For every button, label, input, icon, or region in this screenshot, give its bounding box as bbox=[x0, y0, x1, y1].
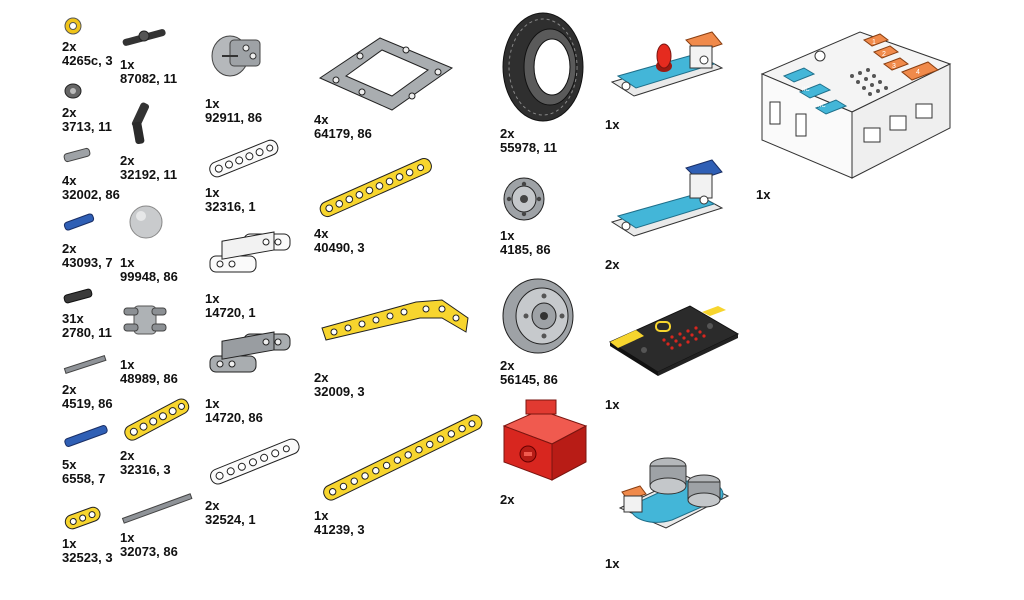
led-module-icon bbox=[610, 31, 724, 97]
beam-yellow-short-icon bbox=[124, 398, 190, 441]
beam-yellow-3-icon bbox=[64, 506, 101, 530]
ball-icon bbox=[129, 205, 163, 239]
beam-white-long-icon bbox=[210, 438, 300, 485]
cross-block-icon bbox=[123, 305, 167, 335]
pin-gray-icon bbox=[63, 147, 91, 163]
h-frame-white-icon bbox=[209, 231, 291, 273]
h-frame-gray-icon bbox=[209, 331, 291, 373]
part-label: 1x bbox=[605, 556, 620, 571]
bush-yellow-icon bbox=[64, 17, 82, 35]
bush-gray-icon bbox=[64, 83, 82, 99]
part-label: 1x bbox=[605, 397, 620, 412]
port-2-label: 2 bbox=[882, 51, 886, 58]
pin-with-hole-icon bbox=[122, 29, 166, 46]
cylinder-connector-icon bbox=[211, 35, 261, 77]
wheel-small-icon bbox=[503, 177, 545, 221]
part-label: 2x bbox=[605, 257, 620, 272]
beam-yellow-long-icon bbox=[319, 158, 432, 218]
port-4-label: 4 bbox=[916, 69, 920, 76]
pin-black-icon bbox=[63, 288, 93, 304]
part-label: 1x bbox=[756, 187, 771, 202]
port-1-label: 1 bbox=[872, 39, 876, 46]
open-frame-icon bbox=[318, 37, 454, 111]
axle-gray-icon bbox=[63, 354, 107, 374]
part-label: 2x bbox=[500, 492, 515, 507]
beam-white-icon bbox=[209, 139, 279, 178]
port-3-label: 3 bbox=[892, 63, 896, 70]
rim-icon bbox=[502, 278, 574, 354]
tire-icon bbox=[502, 12, 584, 122]
pin-blue-long-icon bbox=[64, 425, 108, 447]
axle-long-icon bbox=[121, 493, 193, 524]
beam-yellow-xlong-icon bbox=[323, 414, 483, 501]
ultrasonic-sensor-icon bbox=[618, 457, 730, 529]
bent-beam-icon bbox=[321, 299, 469, 341]
iic-label: IIC bbox=[818, 103, 826, 109]
microbit-board-icon bbox=[608, 305, 740, 376]
iic-label: IIC bbox=[802, 87, 810, 93]
angle-connector-icon bbox=[131, 102, 150, 145]
part-label: 1x bbox=[605, 117, 620, 132]
motor-red-icon bbox=[502, 399, 588, 481]
button-module-icon bbox=[610, 159, 724, 237]
expansion-board-icon: 1 2 3 4 IIC IIC bbox=[760, 31, 952, 179]
pin-blue-icon bbox=[63, 213, 95, 231]
